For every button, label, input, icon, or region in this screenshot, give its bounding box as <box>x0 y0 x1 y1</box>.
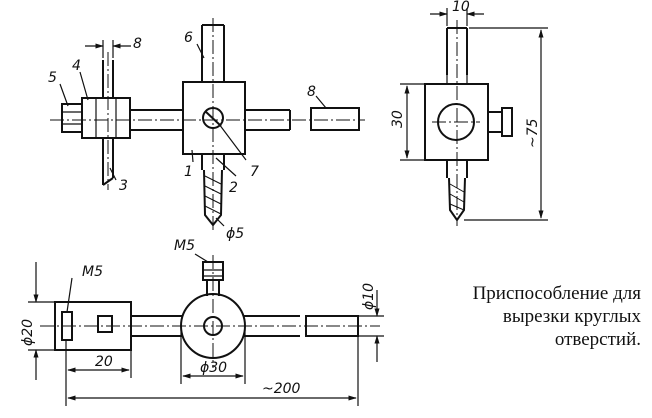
dim-height-30: 30 <box>390 110 406 128</box>
dim-phi10: ϕ10 <box>361 283 377 310</box>
top-view: ϕ20 M5 M5 20 ϕ30 ~200 ϕ10 <box>20 238 384 406</box>
callout-1: 1 <box>184 164 193 180</box>
dim-phi30: ϕ30 <box>200 360 227 376</box>
callout-5: 5 <box>48 70 57 86</box>
figure-caption: Приспособление для вырезки круглых отвер… <box>415 282 641 351</box>
dim-width-8: 8 <box>133 36 142 52</box>
thread-m5-top: M5 <box>174 238 195 254</box>
caption-line-1: Приспособление для <box>472 283 641 304</box>
dim-total-75: ~75 <box>525 118 541 148</box>
callout-7: 7 <box>250 164 259 180</box>
callout-8: 8 <box>307 84 316 100</box>
dim-total-200: ~200 <box>262 381 301 397</box>
callout-6: 6 <box>184 30 193 46</box>
thread-m5-left: M5 <box>82 264 103 280</box>
caption-line-2: вырезки круглых <box>502 306 641 327</box>
dim-width-20: 20 <box>95 354 113 370</box>
dim-drill-diameter: ϕ5 <box>226 226 244 242</box>
dim-phi20: ϕ20 <box>20 319 36 346</box>
callout-2: 2 <box>229 180 238 196</box>
callout-4: 4 <box>72 58 81 74</box>
front-view: 5 4 3 1 2 6 7 8 8 ϕ5 <box>48 18 365 242</box>
side-view: 10 30 ~75 <box>390 0 548 226</box>
caption-line-3: отверстий. <box>554 329 641 350</box>
dim-top-10: 10 <box>452 0 470 15</box>
callout-3: 3 <box>119 178 128 194</box>
